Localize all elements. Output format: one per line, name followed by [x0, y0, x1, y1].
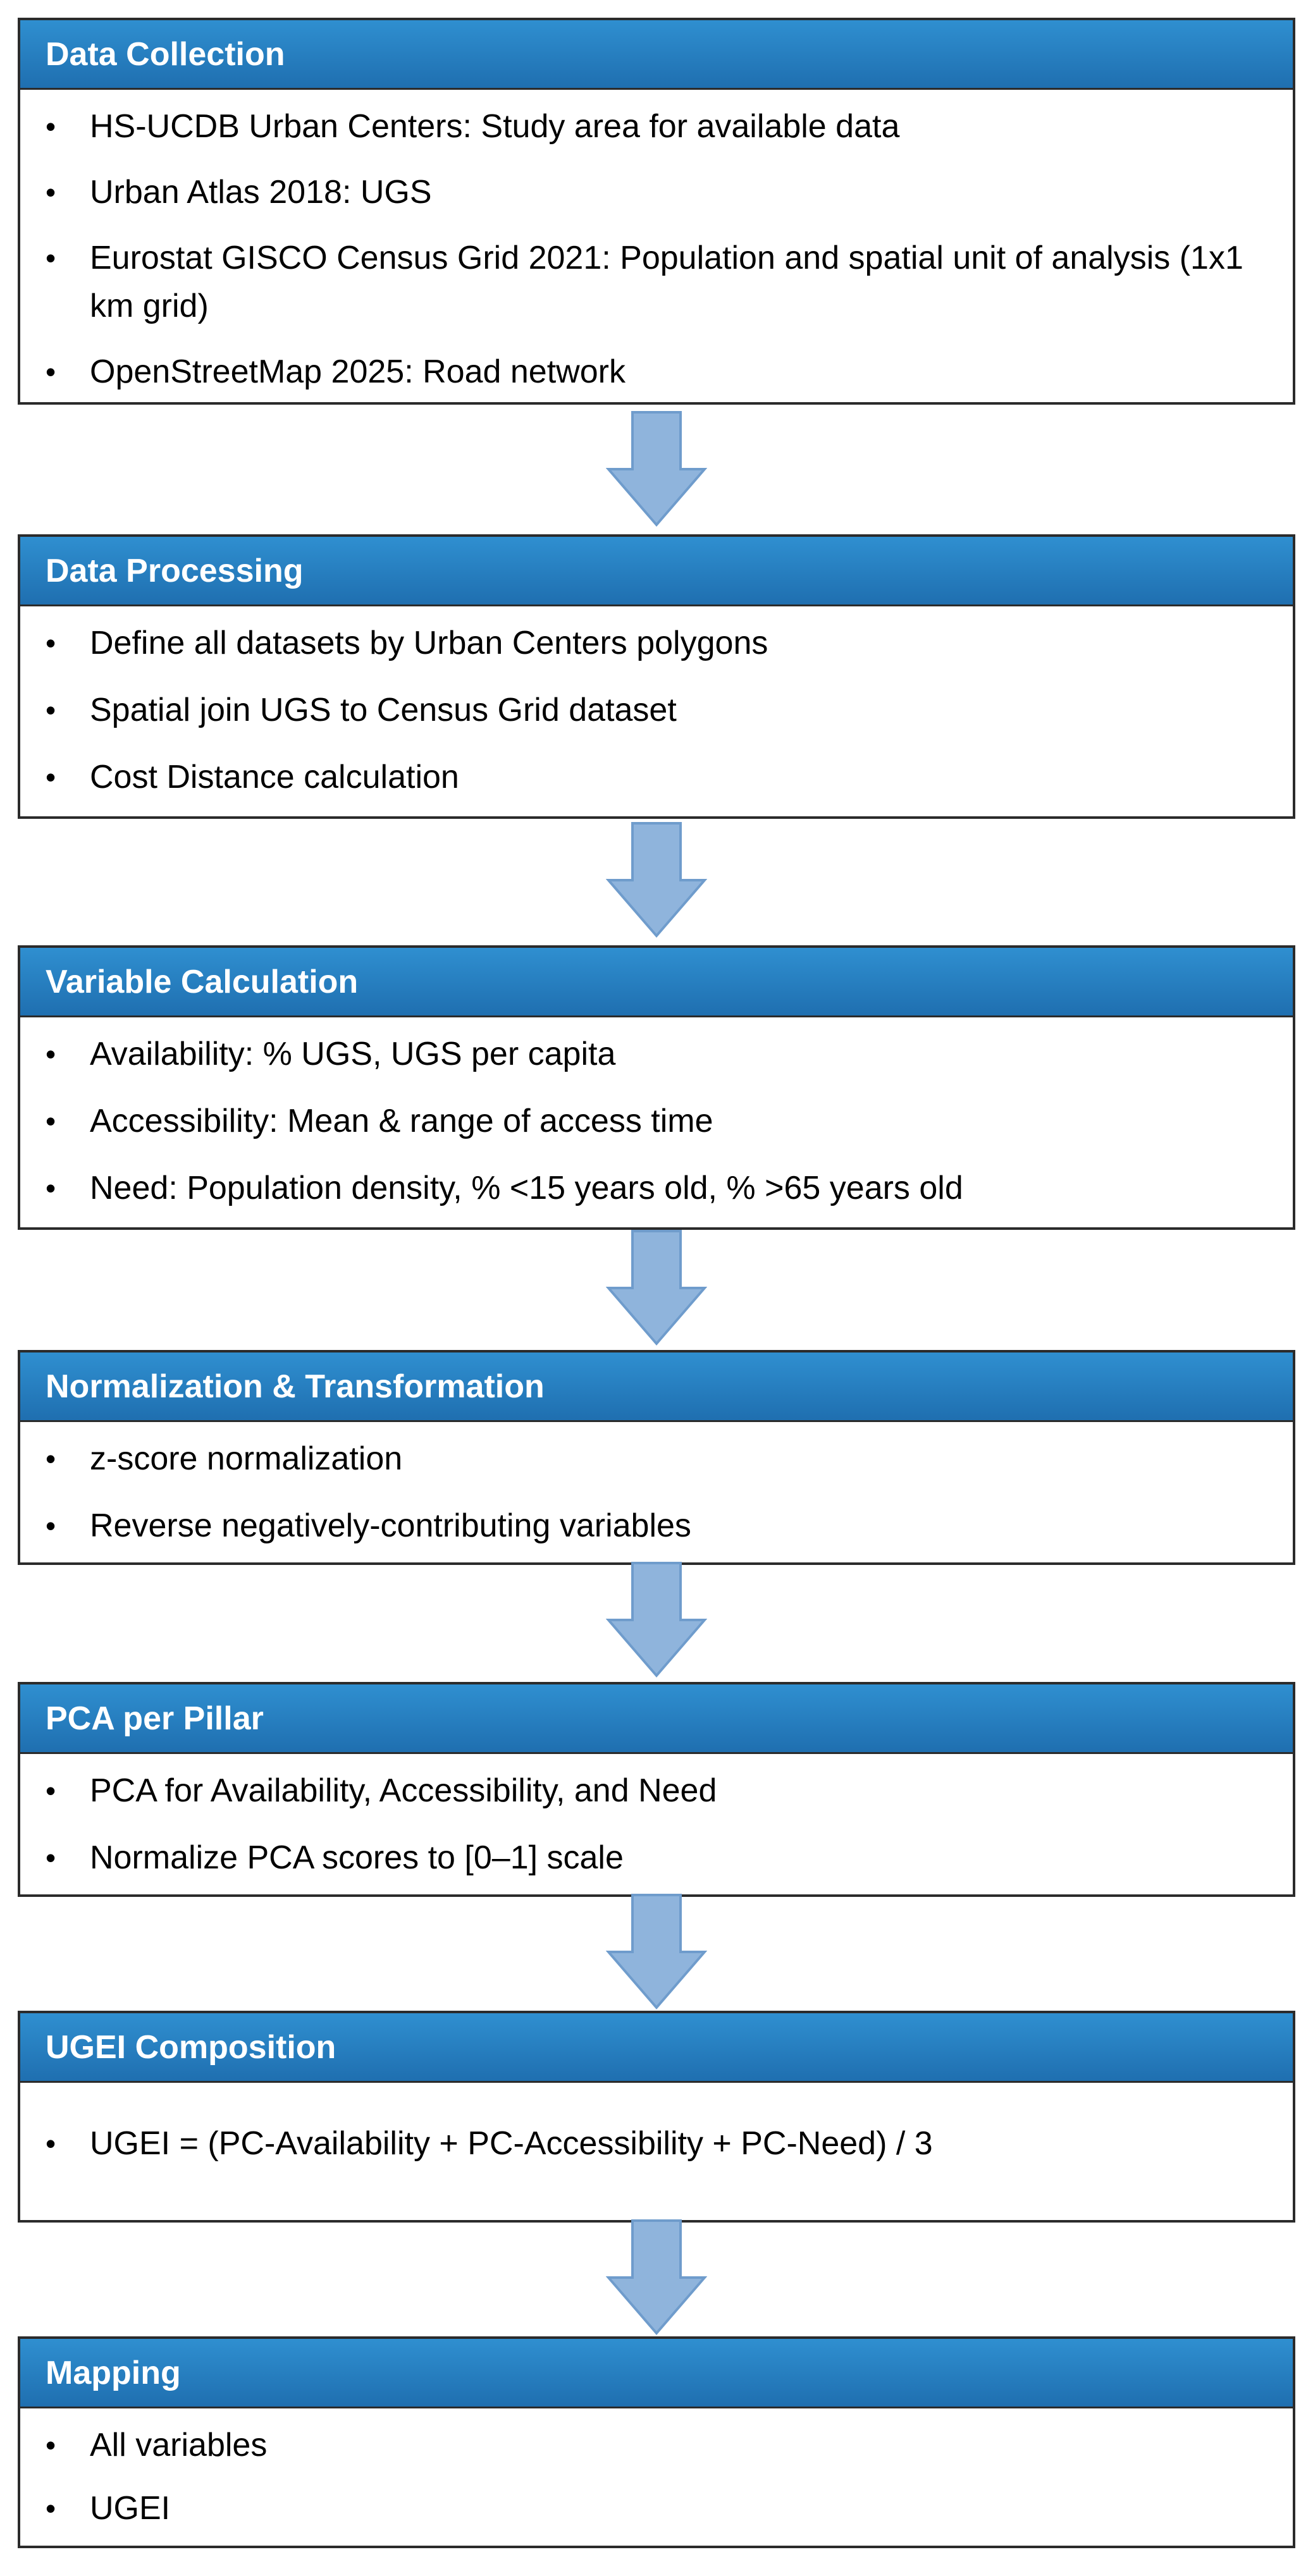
list-item: • All variables [46, 2421, 1267, 2469]
step-body: • UGEI = (PC-Availability + PC-Accessibi… [20, 2083, 1293, 2180]
step-normalization-transformation: Normalization & Transformation • z-score… [18, 1350, 1295, 1565]
down-arrow-icon [606, 411, 707, 527]
step-header: Data Collection [20, 20, 1293, 90]
step-title: Data Collection [46, 35, 285, 73]
list-item: • Normalize PCA scores to [0–1] scale [46, 1834, 1267, 1882]
step-title: Normalization & Transformation [46, 1368, 545, 1405]
list-item: • Eurostat GISCO Census Grid 2021: Popul… [46, 234, 1267, 330]
bullet-icon: • [46, 1509, 56, 1542]
step-header: UGEI Composition [20, 2013, 1293, 2083]
step-mapping: Mapping • All variables • UGEI [18, 2336, 1295, 2548]
bullet-icon: • [46, 1105, 56, 1138]
bullet-icon: • [46, 1172, 56, 1205]
list-item: • Urban Atlas 2018: UGS [46, 168, 1267, 216]
step-data-collection: Data Collection • HS-UCDB Urban Centers:… [18, 18, 1295, 405]
down-arrow-icon [606, 822, 707, 938]
down-arrow-icon [606, 2219, 707, 2336]
list-item: • Define all datasets by Urban Centers p… [46, 619, 1267, 667]
step-header: Normalization & Transformation [20, 1352, 1293, 1422]
step-header: Variable Calculation [20, 948, 1293, 1017]
down-arrow-icon [606, 1562, 707, 1678]
bullet-icon: • [46, 627, 56, 659]
step-variable-calculation: Variable Calculation • Availability: % U… [18, 945, 1295, 1230]
step-title: UGEI Composition [46, 2028, 336, 2066]
step-header: Mapping [20, 2339, 1293, 2408]
list-item: • Need: Population density, % <15 years … [46, 1164, 1267, 1212]
bullet-icon: • [46, 2127, 56, 2160]
step-title: Variable Calculation [46, 963, 359, 1000]
down-arrow-icon [606, 1230, 707, 1346]
list-item: • Spatial join UGS to Census Grid datase… [46, 686, 1267, 734]
step-pca-per-pillar: PCA per Pillar • PCA for Availability, A… [18, 1682, 1295, 1897]
step-title: Data Processing [46, 552, 304, 589]
bullet-icon: • [46, 761, 56, 794]
bullet-icon: • [46, 355, 56, 388]
bullet-icon: • [46, 110, 56, 143]
bullet-icon: • [46, 1038, 56, 1070]
bullet-icon: • [46, 2429, 56, 2462]
list-item: • HS-UCDB Urban Centers: Study area for … [46, 102, 1267, 150]
step-body: • PCA for Availability, Accessibility, a… [20, 1754, 1293, 1894]
step-body: • z-score normalization • Reverse negati… [20, 1422, 1293, 1562]
step-body: • Define all datasets by Urban Centers p… [20, 606, 1293, 814]
step-ugei-composition: UGEI Composition • UGEI = (PC-Availabili… [18, 2011, 1295, 2223]
list-item: • Reverse negatively-contributing variab… [46, 1502, 1267, 1550]
list-item: • Accessibility: Mean & range of access … [46, 1097, 1267, 1145]
step-body: • HS-UCDB Urban Centers: Study area for … [20, 90, 1293, 408]
step-body: • All variables • UGEI [20, 2408, 1293, 2545]
bullet-icon: • [46, 1442, 56, 1475]
step-header: Data Processing [20, 537, 1293, 606]
step-body: • Availability: % UGS, UGS per capita • … [20, 1017, 1293, 1225]
bullet-icon: • [46, 2492, 56, 2525]
bullet-icon: • [46, 176, 56, 209]
bullet-icon: • [46, 1774, 56, 1807]
list-item: • UGEI = (PC-Availability + PC-Accessibi… [46, 2119, 1267, 2168]
down-arrow-icon [606, 1894, 707, 2010]
bullet-icon: • [46, 694, 56, 727]
list-item: • UGEI [46, 2484, 1267, 2532]
bullet-icon: • [46, 242, 56, 274]
list-item: • OpenStreetMap 2025: Road network [46, 348, 1267, 396]
step-data-processing: Data Processing • Define all datasets by… [18, 534, 1295, 819]
list-item: • Cost Distance calculation [46, 753, 1267, 801]
step-header: PCA per Pillar [20, 1684, 1293, 1754]
list-item: • z-score normalization [46, 1435, 1267, 1483]
list-item: • PCA for Availability, Accessibility, a… [46, 1767, 1267, 1815]
bullet-icon: • [46, 1841, 56, 1874]
step-title: Mapping [46, 2354, 181, 2391]
step-title: PCA per Pillar [46, 1700, 264, 1737]
list-item: • Availability: % UGS, UGS per capita [46, 1030, 1267, 1078]
